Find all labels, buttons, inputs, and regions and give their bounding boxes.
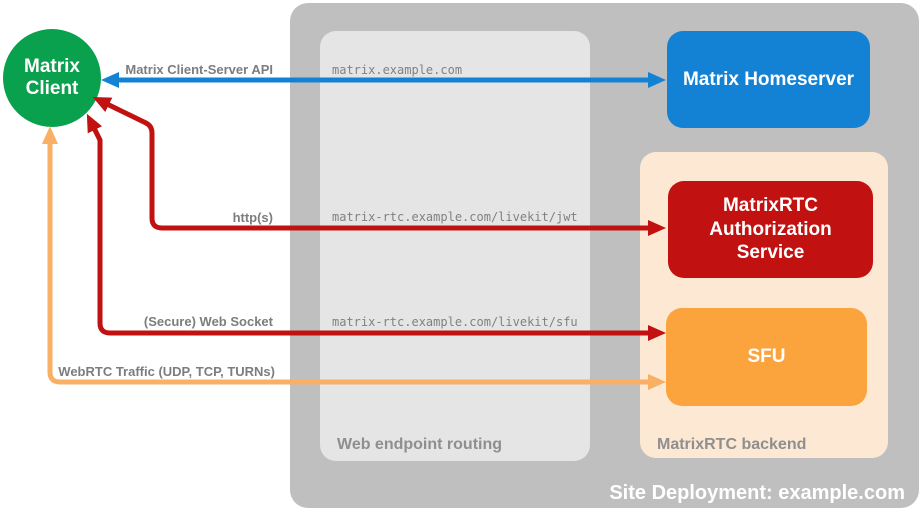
matrixrtc-authorization-service-node: MatrixRTC Authorization Service [668, 181, 873, 278]
matrix-homeserver-node: Matrix Homeserver [667, 31, 870, 128]
matrix-client-node: Matrix Client [3, 29, 101, 127]
endpoint-url-homeserver: matrix.example.com [332, 63, 463, 77]
endpoint-url-livekit-sfu: matrix-rtc.example.com/livekit/sfu [332, 315, 578, 329]
endpoint-url-livekit-jwt: matrix-rtc.example.com/livekit/jwt [332, 210, 578, 224]
client-server-api-label: Matrix Client-Server API [125, 62, 273, 77]
site-deployment-label: Site Deployment: example.com [609, 482, 905, 504]
web-endpoint-routing-label: Web endpoint routing [337, 436, 503, 453]
web-endpoint-routing-box [320, 31, 590, 461]
web-socket-label: (Secure) Web Socket [143, 314, 273, 329]
webrtc-traffic-label: WebRTC Traffic (UDP, TCP, TURNs) [58, 364, 275, 379]
sfu-node: SFU [666, 308, 867, 406]
https-label: http(s) [232, 210, 273, 225]
matrixrtc-backend-label: MatrixRTC backend [657, 436, 807, 453]
